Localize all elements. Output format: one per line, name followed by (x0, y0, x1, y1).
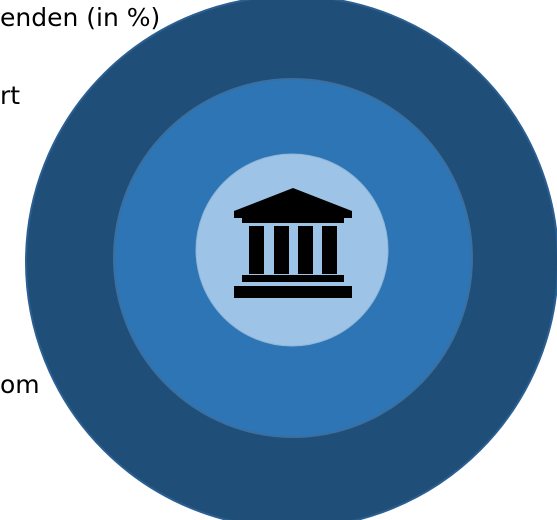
diagram-title: enden (in %) (0, 5, 161, 30)
label-top: rt (0, 81, 21, 110)
label-bottom: om (0, 370, 40, 399)
inner-circle (195, 153, 389, 347)
bank-building-icon (234, 188, 352, 298)
